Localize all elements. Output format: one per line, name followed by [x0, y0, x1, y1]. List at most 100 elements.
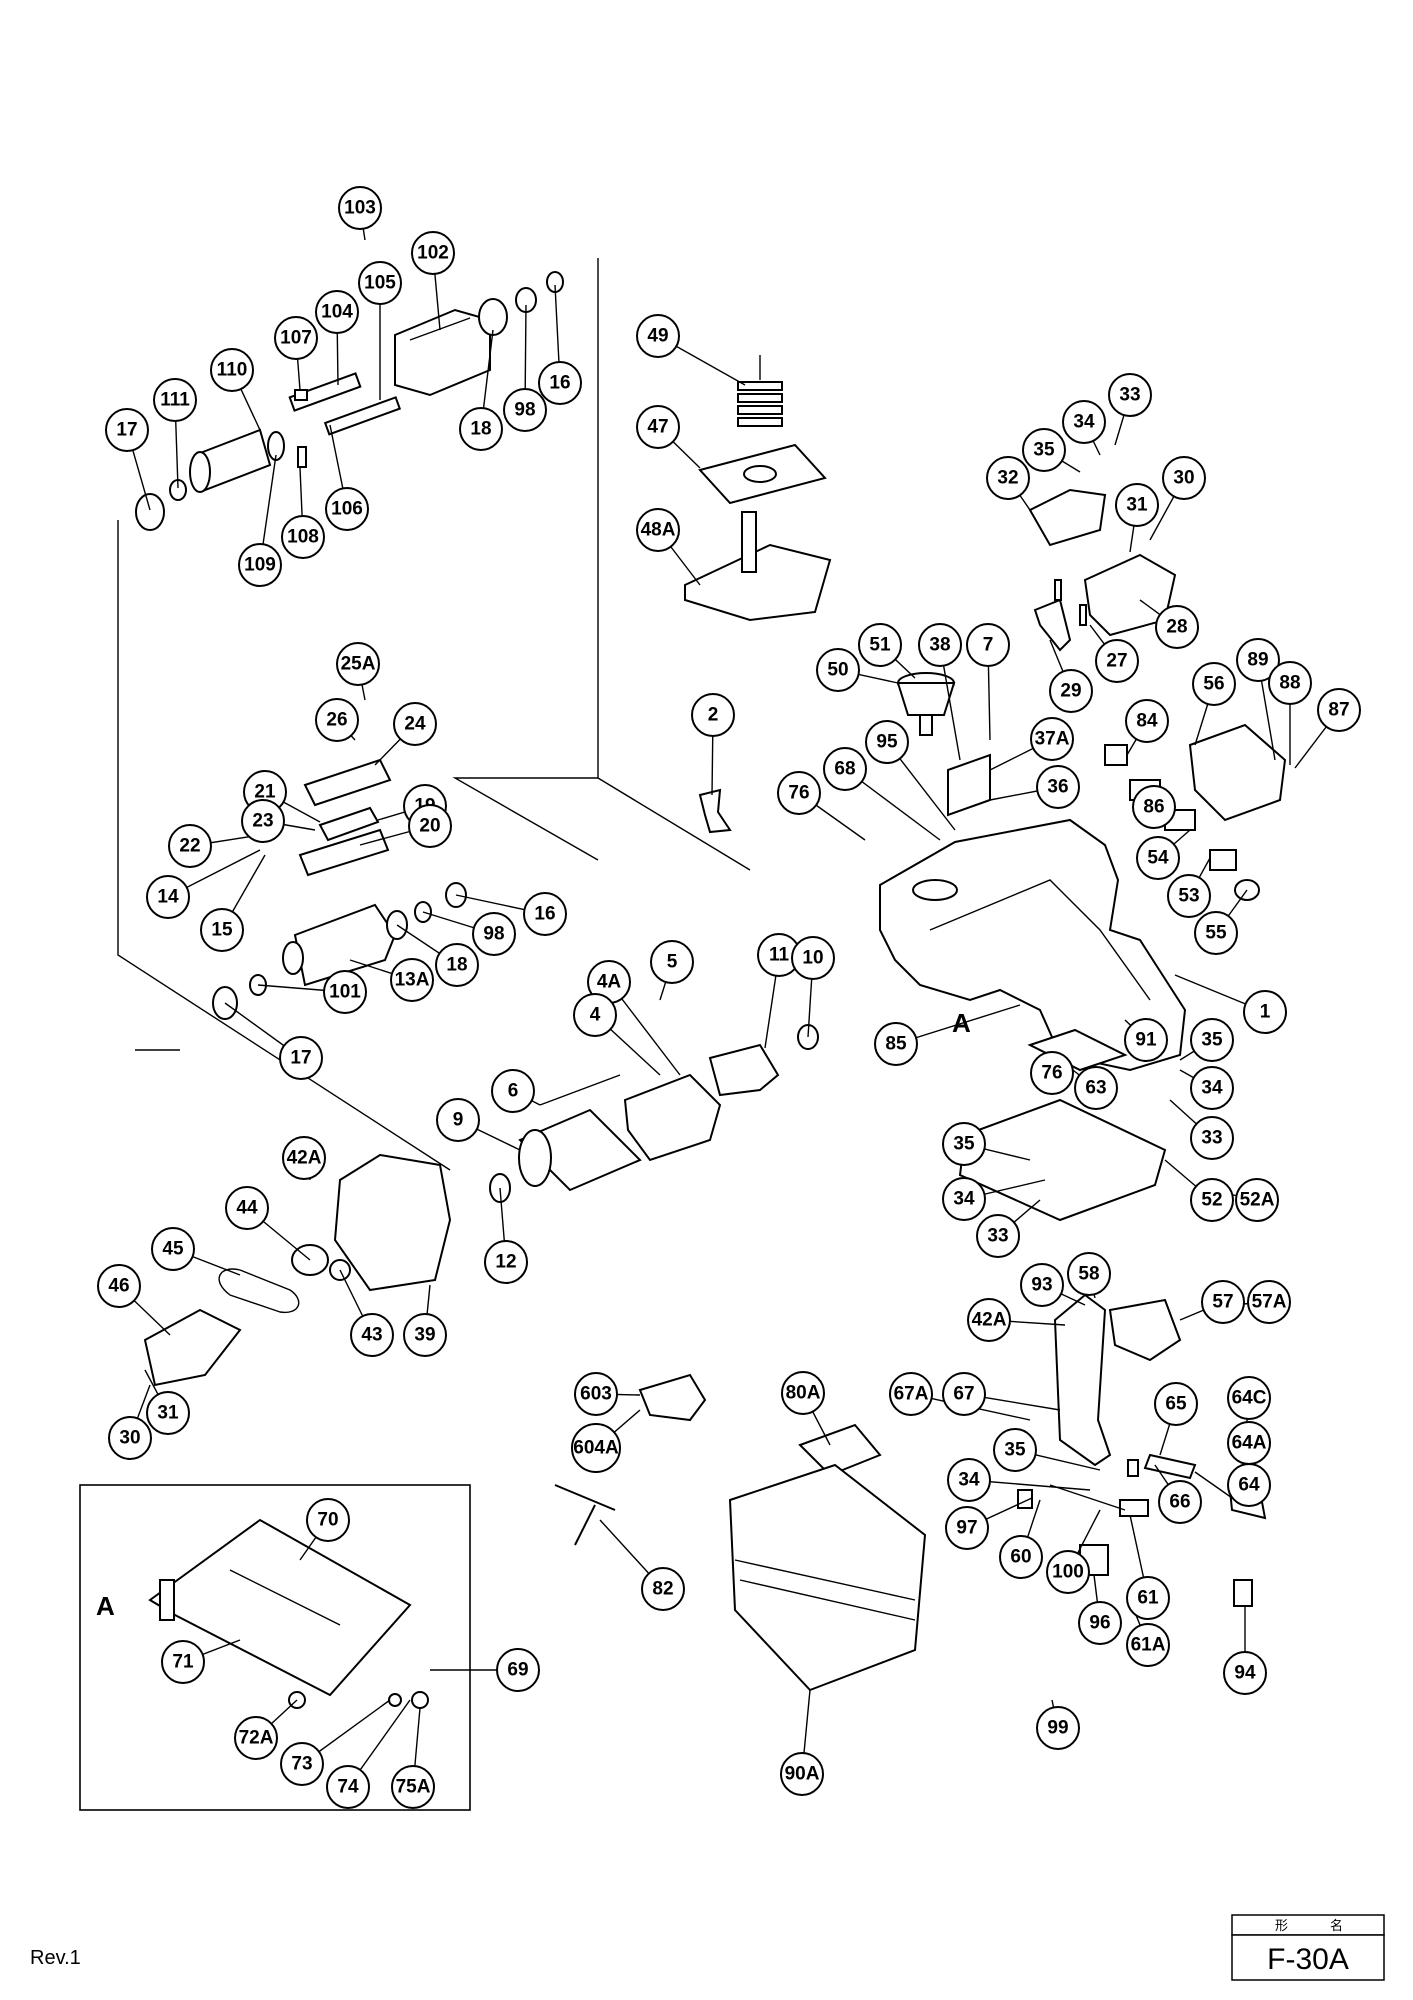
- callout-label: 72A: [239, 1728, 274, 1749]
- callout-60: 60: [999, 1535, 1043, 1579]
- callout-82: 82: [641, 1567, 685, 1611]
- callout-label: 98: [514, 400, 535, 421]
- callout-33: 33: [976, 1214, 1020, 1258]
- callout-label: 16: [534, 904, 555, 925]
- callout-88: 88: [1268, 661, 1312, 705]
- callout-label: 73: [291, 1754, 312, 1775]
- callout-35: 35: [1022, 428, 1066, 472]
- callout-label: 48A: [641, 520, 676, 541]
- callout-label: 102: [417, 243, 449, 264]
- callout-50: 50: [816, 648, 860, 692]
- callout-46: 46: [97, 1264, 141, 1308]
- callout-57: 57: [1201, 1280, 1245, 1324]
- callout-9: 9: [436, 1098, 480, 1142]
- callout-label: 44: [236, 1198, 258, 1219]
- callout-52: 52: [1190, 1178, 1234, 1222]
- callout-103: 103: [338, 186, 382, 230]
- callout-label: 106: [331, 499, 363, 520]
- callout-73: 73: [280, 1742, 324, 1786]
- callout-38: 38: [918, 623, 962, 667]
- callout-label: 36: [1047, 777, 1068, 798]
- callout-label: 101: [329, 982, 361, 1003]
- callout-label: 10: [802, 948, 823, 969]
- callout-label: 6: [508, 1081, 519, 1102]
- callout-64A: 64A: [1227, 1421, 1271, 1465]
- callout-67: 67: [942, 1372, 986, 1416]
- callout-33: 33: [1190, 1116, 1234, 1160]
- callout-label: 74: [337, 1777, 359, 1798]
- callout-34: 34: [947, 1458, 991, 1502]
- callout-66: 66: [1158, 1480, 1202, 1524]
- callout-label: 49: [647, 326, 668, 347]
- part-drawings: [79, 258, 1287, 1811]
- callout-label: 34: [958, 1470, 980, 1491]
- callout-label: 90A: [785, 1764, 820, 1785]
- callout-76: 76: [777, 771, 821, 815]
- callout-63: 63: [1074, 1066, 1118, 1110]
- callout-42A: 42A: [967, 1298, 1011, 1342]
- callout-label: 43: [361, 1325, 382, 1346]
- callout-label: 71: [172, 1652, 194, 1673]
- callout-label: 603: [580, 1384, 612, 1405]
- callout-4: 4: [573, 993, 617, 1037]
- callout-34: 34: [1190, 1066, 1234, 1110]
- title-header-right: 名: [1330, 1918, 1343, 1934]
- callout-label: 56: [1203, 674, 1224, 695]
- callout-label: 39: [414, 1325, 435, 1346]
- callout-label: 54: [1147, 848, 1169, 869]
- callout-label: 76: [1041, 1063, 1062, 1084]
- callout-10: 10: [791, 936, 835, 980]
- callout-16: 16: [523, 892, 567, 936]
- callout-67A: 67A: [889, 1372, 933, 1416]
- callout-23: 23: [241, 799, 285, 843]
- callout-label: 35: [1004, 1440, 1026, 1461]
- callout-label: 105: [364, 273, 396, 294]
- callout-label: 89: [1247, 650, 1268, 671]
- callout-label: 52: [1201, 1190, 1222, 1211]
- callout-33: 33: [1108, 373, 1152, 417]
- callout-label: 34: [953, 1189, 975, 1210]
- callout-31: 31: [146, 1391, 190, 1435]
- callout-label: 68: [834, 759, 855, 780]
- callout-label: 23: [252, 811, 273, 832]
- callout-label: 20: [419, 816, 440, 837]
- callout-label: 35: [1033, 440, 1055, 461]
- callout-105: 105: [358, 261, 402, 305]
- callout-label: 75A: [396, 1777, 431, 1798]
- callout-18: 18: [459, 407, 503, 451]
- callout-label: 17: [290, 1048, 311, 1069]
- callout-label: 66: [1169, 1492, 1190, 1513]
- callout-102: 102: [411, 231, 455, 275]
- callout-35: 35: [1190, 1018, 1234, 1062]
- callout-48A: 48A: [636, 508, 680, 552]
- callout-label: 604A: [573, 1438, 619, 1459]
- callout-label: 99: [1047, 1718, 1068, 1739]
- callout-99: 99: [1036, 1706, 1080, 1750]
- callout-52A: 52A: [1235, 1178, 1279, 1222]
- callout-label: 103: [344, 198, 376, 219]
- callout-label: 100: [1052, 1562, 1084, 1583]
- callout-7: 7: [966, 623, 1010, 667]
- callout-label: 107: [280, 328, 312, 349]
- callout-109: 109: [238, 543, 282, 587]
- callout-110: 110: [210, 348, 254, 392]
- callout-label: 12: [495, 1252, 516, 1273]
- callout-44: 44: [225, 1186, 269, 1230]
- callout-label: 30: [119, 1428, 140, 1449]
- callout-label: 26: [326, 710, 347, 731]
- callout-label: 4: [590, 1005, 601, 1026]
- callout-label: 51: [869, 635, 891, 656]
- callout-label: 64C: [1232, 1388, 1267, 1409]
- callout-54: 54: [1136, 836, 1180, 880]
- callout-94: 94: [1223, 1651, 1267, 1695]
- callout-label: 52A: [1240, 1190, 1275, 1211]
- callout-104: 104: [315, 290, 359, 334]
- callout-26: 26: [315, 698, 359, 742]
- callout-98: 98: [503, 388, 547, 432]
- callout-34: 34: [1062, 400, 1106, 444]
- callout-93: 93: [1020, 1263, 1064, 1307]
- callout-604A: 604A: [571, 1423, 621, 1473]
- callout-34: 34: [942, 1177, 986, 1221]
- callout-47: 47: [636, 405, 680, 449]
- callout-39: 39: [403, 1313, 447, 1357]
